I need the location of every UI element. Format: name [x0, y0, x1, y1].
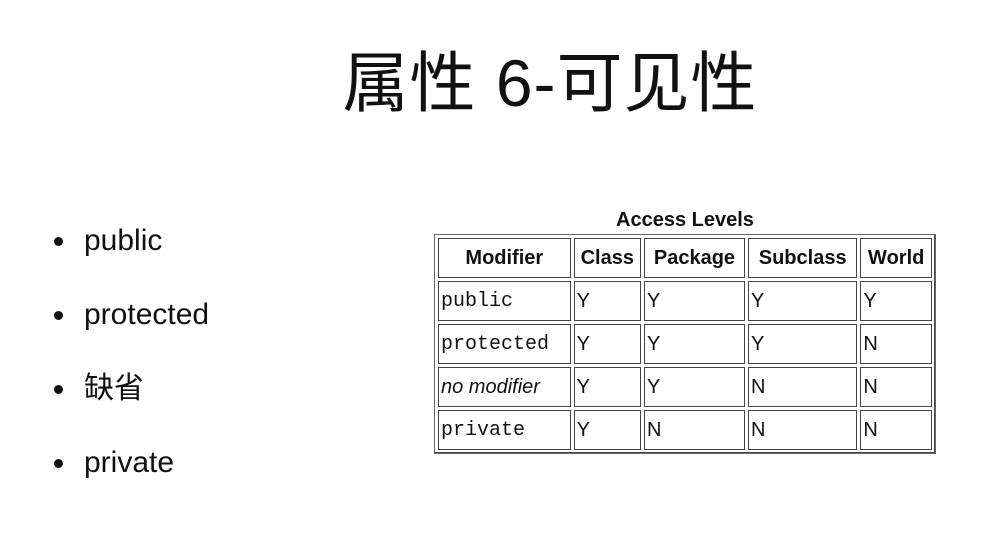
table-row: protected Y Y Y N — [438, 324, 932, 364]
table-row: private Y N N N — [438, 410, 932, 450]
header-class: Class — [573, 238, 641, 278]
bullet-item-default: 缺省 — [52, 366, 209, 440]
bullet-item-protected: protected — [52, 292, 209, 366]
header-subclass: Subclass — [747, 238, 858, 278]
table-caption: Access Levels — [616, 209, 754, 231]
bullet-dot-icon — [54, 311, 63, 320]
cell-subclass: N — [747, 410, 858, 450]
bullet-dot-icon — [54, 385, 63, 394]
bullet-item-private: private — [52, 440, 209, 514]
cell-class: Y — [573, 281, 641, 321]
bullet-text: 缺省 — [84, 372, 144, 405]
access-levels-table-container: Access Levels Modifier Class Package Sub… — [434, 206, 936, 454]
cell-package: N — [643, 410, 745, 450]
cell-subclass: N — [747, 367, 858, 407]
cell-world: N — [860, 324, 932, 364]
cell-modifier: public — [438, 281, 571, 321]
bullet-list: public protected 缺省 private — [52, 218, 209, 514]
header-world: World — [860, 238, 932, 278]
bullet-dot-icon — [54, 237, 63, 246]
cell-package: Y — [643, 324, 745, 364]
header-package: Package — [643, 238, 745, 278]
cell-package: Y — [643, 367, 745, 407]
bullet-text: protected — [84, 298, 210, 331]
bullet-text: private — [84, 446, 175, 479]
cell-subclass: Y — [747, 324, 858, 364]
cell-world: Y — [860, 281, 932, 321]
cell-class: Y — [573, 367, 641, 407]
cell-subclass: Y — [747, 281, 858, 321]
access-levels-table: Modifier Class Package Subclass World pu… — [434, 234, 936, 454]
cell-modifier: private — [438, 410, 571, 450]
cell-class: Y — [573, 410, 641, 450]
table-header-row: Modifier Class Package Subclass World — [438, 238, 932, 278]
slide-title: 属性 6-可见性 — [342, 46, 758, 120]
bullet-text: public — [84, 224, 163, 257]
bullet-item-public: public — [52, 218, 209, 292]
cell-world: N — [860, 367, 932, 407]
table-row: public Y Y Y Y — [438, 281, 932, 321]
cell-package: Y — [643, 281, 745, 321]
cell-class: Y — [573, 324, 641, 364]
cell-world: N — [860, 410, 932, 450]
bullet-dot-icon — [54, 459, 63, 468]
cell-modifier: protected — [438, 324, 571, 364]
cell-modifier: no modifier — [438, 367, 571, 407]
header-modifier: Modifier — [438, 238, 571, 278]
table-row: no modifier Y Y N N — [438, 367, 932, 407]
